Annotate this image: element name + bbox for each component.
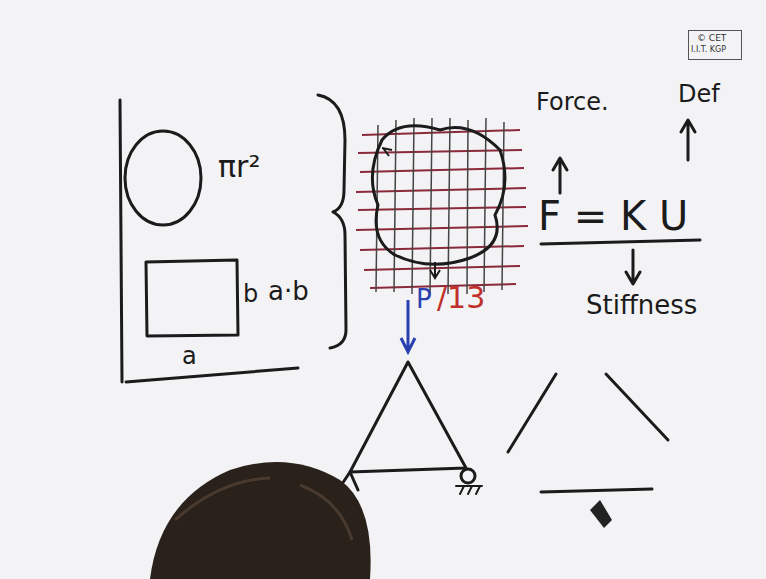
watermark: © CET <box>697 34 726 43</box>
dimension-label: b <box>243 282 258 306</box>
head-silhouette <box>150 462 371 579</box>
member <box>508 374 556 452</box>
arrow <box>430 262 440 278</box>
equation: F = K U <box>538 196 688 236</box>
arrow <box>553 158 567 193</box>
mark: /13 <box>437 283 485 313</box>
arrow <box>681 120 695 160</box>
ground-hatch <box>456 486 482 494</box>
member <box>541 489 652 492</box>
bracket-line <box>120 100 122 382</box>
area-formula: a·b <box>268 278 309 304</box>
watermark: I.I.T. KGP <box>691 46 726 54</box>
truss <box>350 362 466 472</box>
roller-support <box>461 469 475 483</box>
quantity-label: Force. <box>536 90 609 114</box>
rectangle-shape <box>146 260 238 336</box>
bracket-line <box>126 368 298 382</box>
quantity-label: Def <box>678 82 720 106</box>
circle-shape <box>125 131 201 225</box>
curly-brace <box>318 95 346 348</box>
load-arrow <box>401 300 415 352</box>
hair-strands <box>175 478 352 540</box>
dimension-label: a <box>182 344 197 368</box>
pen-tip <box>590 500 612 528</box>
quantity-label: Stiffness <box>586 292 697 318</box>
area-formula: πr² <box>218 152 260 182</box>
irregular-body <box>372 126 505 265</box>
arrow <box>626 250 640 284</box>
member <box>606 374 668 440</box>
arrow <box>382 148 392 156</box>
mesh-grid <box>376 118 504 294</box>
underline <box>541 240 700 244</box>
load-label: P <box>416 286 432 312</box>
